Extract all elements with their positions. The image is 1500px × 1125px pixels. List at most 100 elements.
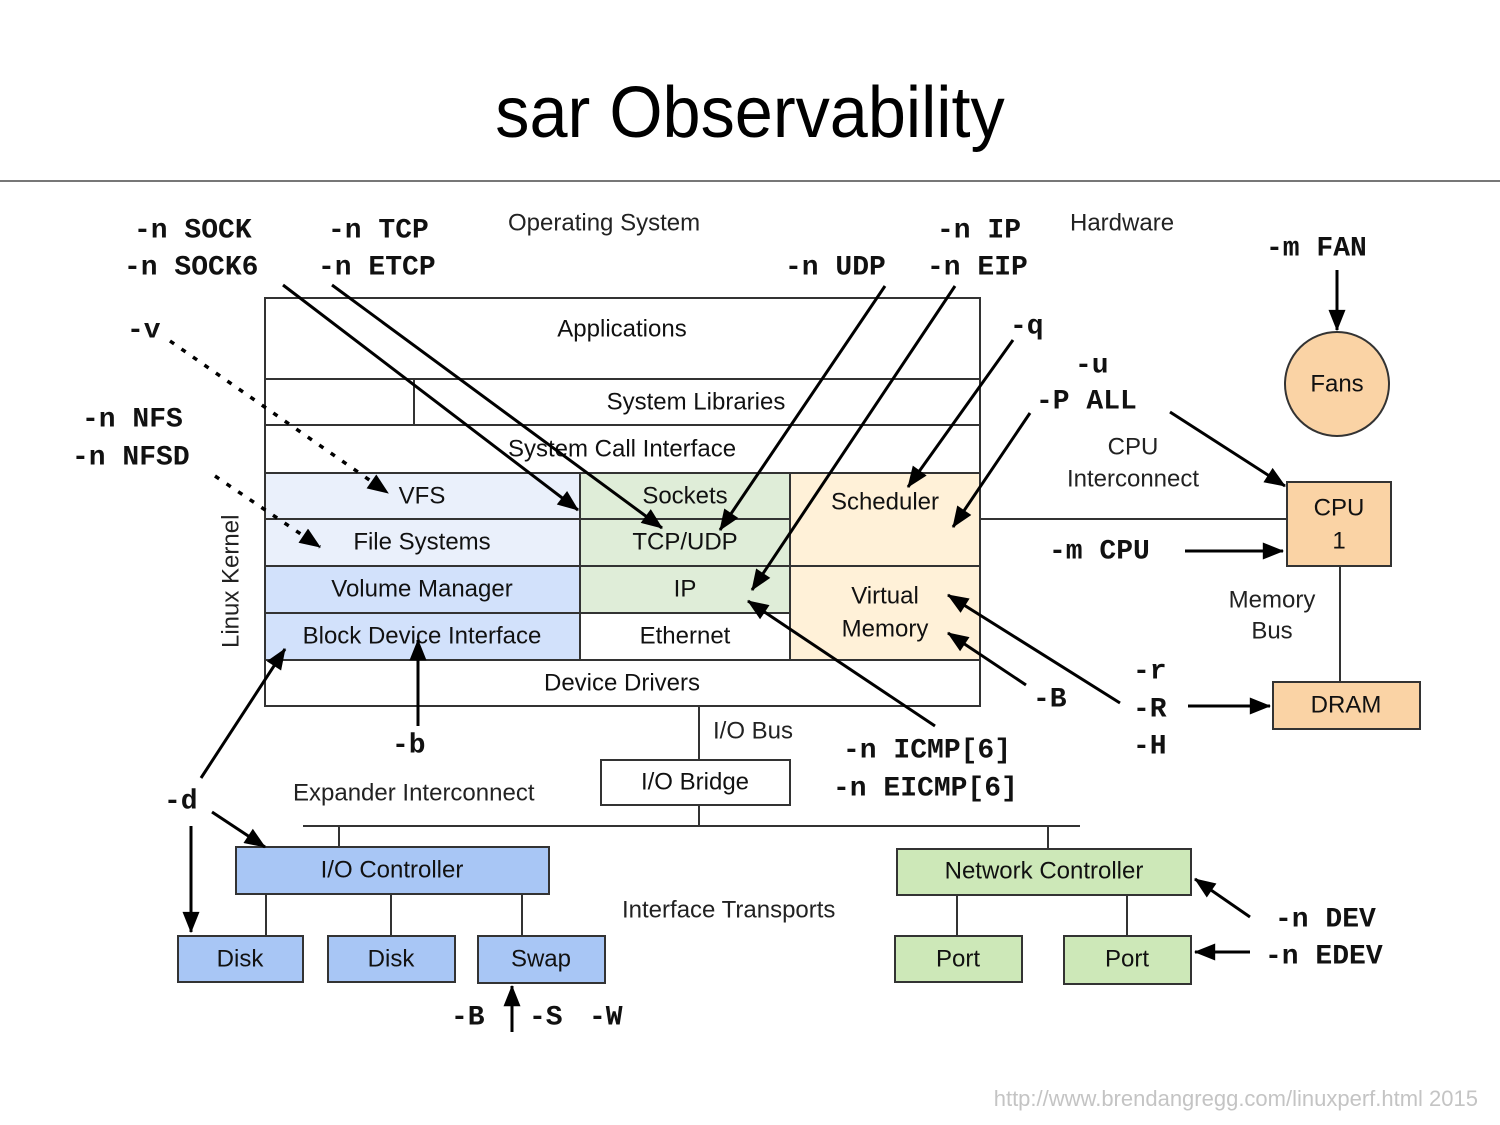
io-bridge-label: I/O Bridge	[641, 768, 749, 795]
opt-eip: -n EIP	[927, 252, 1028, 283]
source-footer: http://www.brendangregg.com/linuxperf.ht…	[993, 1086, 1478, 1111]
scheduler-box	[789, 472, 981, 567]
linux-kernel-label: Linux Kernel	[217, 515, 244, 648]
opt-etcp: -n ETCP	[318, 252, 436, 283]
opt-u: -u	[1075, 350, 1109, 381]
device-drivers-label: Device Drivers	[544, 669, 700, 696]
cpu-interconnect-label-2: Interconnect	[1067, 465, 1199, 492]
opt-w: -W	[589, 1002, 623, 1033]
sar-options: -n SOCK -n SOCK6 -n TCP -n ETCP -n IP -n…	[72, 215, 1383, 1033]
port2-box	[1063, 935, 1192, 985]
block-device-label: Block Device Interface	[303, 622, 542, 649]
cpu-label-1: CPU	[1314, 494, 1365, 521]
dev-arrow	[1194, 877, 1251, 919]
hardware: Fans CPU 1 DRAM I/O Bridge I/O Controlle…	[177, 331, 1421, 985]
cpu-label-2: 1	[1332, 527, 1345, 554]
disk2-box	[327, 935, 456, 983]
opt-dev: -n DEV	[1275, 904, 1376, 935]
virtual-memory-label-2: Memory	[842, 615, 929, 642]
opt-udp: -n UDP	[785, 252, 886, 283]
dram-box	[1272, 681, 1421, 730]
opt-H: -H	[1133, 731, 1167, 762]
opt-v: -v	[127, 315, 161, 346]
arrows	[168, 270, 1346, 1032]
tcp-arrow	[331, 283, 663, 530]
tcp-udp-label: TCP/UDP	[632, 528, 737, 555]
vfs-label: VFS	[399, 482, 446, 509]
io-bridge-box	[600, 759, 791, 806]
d-block-arrow	[199, 648, 287, 779]
hardware-region-label: Hardware	[1070, 209, 1174, 236]
io-controller-box	[235, 846, 550, 895]
cpu-interconnect-label-1: CPU	[1108, 433, 1159, 460]
p-all-cpu-arrow	[1169, 410, 1286, 488]
opt-ip: -n IP	[937, 215, 1021, 246]
scheduler-label: Scheduler	[831, 488, 939, 515]
syscall-label: System Call Interface	[508, 435, 736, 462]
page-title: sar Observability	[495, 73, 1005, 153]
b-vm-arrow	[947, 631, 1027, 687]
applications-label: Applications	[557, 315, 686, 342]
icmp-arrow	[747, 599, 936, 728]
opt-m-fan: -m FAN	[1266, 233, 1367, 264]
opt-icmp: -n ICMP[6]	[843, 735, 1011, 766]
opt-s: -S	[529, 1002, 563, 1033]
expander-label: Expander Interconnect	[293, 779, 535, 806]
device-drivers-box	[264, 659, 981, 707]
swap-label: Swap	[511, 945, 571, 972]
io-controller-label: I/O Controller	[321, 856, 464, 883]
sock-arrow	[282, 283, 579, 512]
ip-arrow	[750, 285, 957, 591]
opt-nfs: -n NFS	[82, 404, 183, 435]
opt-R: -R	[1133, 694, 1167, 725]
p-all-scheduler-arrow	[951, 412, 1032, 528]
io-bus-label: I/O Bus	[713, 717, 793, 744]
network-controller-box	[896, 848, 1192, 896]
opt-b-swap: -B	[451, 1002, 485, 1033]
tcp-udp-box	[579, 518, 791, 567]
disk1-label: Disk	[217, 945, 265, 972]
fans-circle	[1284, 331, 1390, 437]
d-io-controller-arrow	[211, 810, 266, 849]
virtual-memory-box	[789, 565, 981, 661]
opt-d: -d	[164, 786, 198, 817]
r-vm-arrow	[947, 593, 1121, 705]
ip-label: IP	[674, 575, 697, 602]
q-arrow	[906, 339, 1015, 488]
title-divider	[0, 180, 1500, 182]
udp-arrow	[718, 285, 887, 531]
opt-b-vm: -B	[1033, 684, 1067, 715]
network-controller-label: Network Controller	[945, 857, 1144, 884]
opt-tcp: -n TCP	[328, 215, 429, 246]
port1-label: Port	[936, 945, 980, 972]
file-systems-label: File Systems	[353, 528, 490, 555]
dram-label: DRAM	[1311, 691, 1382, 718]
opt-q: -q	[1010, 311, 1044, 342]
opt-b-block: -b	[392, 730, 426, 761]
opt-sock6: -n SOCK6	[124, 252, 258, 283]
opt-eicmp: -n EICMP[6]	[833, 773, 1018, 804]
port1-box	[894, 935, 1023, 983]
ethernet-label: Ethernet	[640, 622, 731, 649]
transports-label: Interface Transports	[622, 896, 835, 923]
disk1-box	[177, 935, 304, 983]
system-libraries-label: System Libraries	[607, 388, 786, 415]
swap-box	[477, 935, 606, 984]
sockets-label: Sockets	[642, 482, 727, 509]
port2-label: Port	[1105, 945, 1149, 972]
opt-m-cpu: -m CPU	[1049, 536, 1150, 567]
volume-manager-label: Volume Manager	[331, 575, 512, 602]
os-region-label: Operating System	[508, 209, 700, 236]
opt-sock: -n SOCK	[134, 215, 252, 246]
memory-bus-label-2: Bus	[1251, 617, 1292, 644]
fans-label: Fans	[1310, 370, 1363, 397]
ethernet-box	[579, 612, 791, 661]
virtual-memory-label-1: Virtual	[851, 582, 919, 609]
vfs-dashed-arrow	[168, 339, 390, 495]
opt-edev: -n EDEV	[1265, 941, 1383, 972]
memory-bus-label-1: Memory	[1229, 586, 1316, 613]
disk2-label: Disk	[368, 945, 416, 972]
opt-r: -r	[1133, 656, 1167, 687]
opt-p-all: -P ALL	[1036, 386, 1137, 417]
